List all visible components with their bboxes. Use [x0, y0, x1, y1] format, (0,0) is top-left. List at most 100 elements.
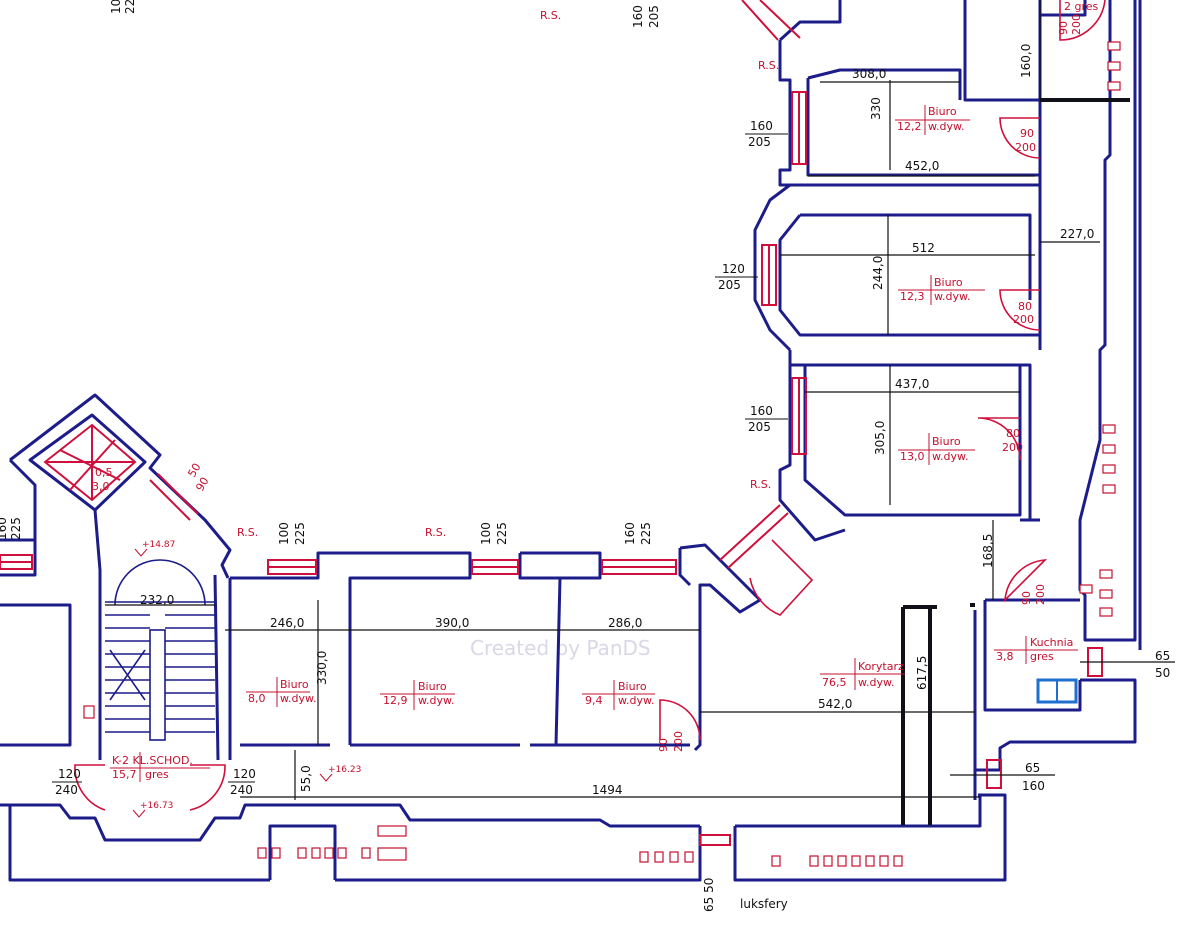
dim-label: 512 — [912, 241, 935, 255]
window-size-top: 160 — [750, 404, 773, 418]
room-area: 15,7 — [112, 768, 137, 781]
dim-label: 286,0 — [608, 616, 642, 630]
window-size-bottom: 225 — [9, 517, 23, 540]
door-size-bottom: 200 — [1013, 313, 1034, 326]
window-size-top: 65 — [1155, 649, 1170, 663]
door-size-top: 90 — [1020, 127, 1034, 140]
room-name: Biuro — [934, 276, 963, 289]
dim-label: 308,0 — [852, 67, 886, 81]
radiators — [83, 41, 1121, 867]
window-size-top: 160 — [0, 517, 9, 540]
elevator-size-top: 0,5 — [95, 466, 113, 479]
room-label-r6: Biuro 9,4 w.dyw. — [582, 680, 655, 710]
room-name: Biuro — [618, 680, 647, 693]
room-floor: w.dyw. — [934, 290, 970, 303]
window-size-bottom: 225 — [293, 522, 307, 545]
window-size-bottom: 225 — [495, 522, 509, 545]
room-name: K-2 KL.SCHOD. — [112, 754, 193, 767]
room-label-r3: Biuro 13,0 w.dyw. — [898, 433, 975, 465]
elevation-label: +14.87 — [142, 540, 175, 550]
dim-label: 330 — [869, 97, 883, 120]
room-area: 13,0 — [900, 450, 925, 463]
window-size-bottom: 205 — [748, 420, 771, 434]
room-area: 9,4 — [585, 694, 603, 707]
room-label-r4: Biuro 8,0 w.dyw. — [246, 677, 316, 707]
misc-labels: luksfery 65 50 2 gres — [702, 0, 1099, 912]
walls — [0, 0, 1142, 882]
window-size-bottom: 225 — [123, 0, 137, 14]
dim-label: 232,0 — [140, 593, 174, 607]
window-size-top: 160 — [750, 119, 773, 133]
room-floor: w.dyw. — [858, 676, 894, 689]
rs-label: R.S. — [425, 526, 446, 539]
window-size-top: 160 — [623, 522, 637, 545]
rs-label: R.S. — [750, 478, 771, 491]
windows — [0, 0, 1103, 846]
room-label-r9: K-2 KL.SCHOD. 15,7 gres — [110, 752, 210, 782]
window-size-bottom: 205 — [647, 5, 661, 28]
room-floor: w.dyw. — [928, 120, 964, 133]
room-name: Korytarz — [858, 660, 904, 673]
room-floor: w.dyw. — [280, 692, 316, 705]
window-size-bottom: 225 — [639, 522, 653, 545]
window-size-top: 100 — [277, 522, 291, 545]
dim-label: 617,5 — [915, 656, 929, 690]
luksfery-dims: 65 50 — [702, 878, 716, 912]
room-name: Kuchnia — [1030, 636, 1073, 649]
door-size-bottom: 200 — [1015, 141, 1036, 154]
dim-label: 437,0 — [895, 377, 929, 391]
door-size-bottom: 200 — [1070, 14, 1083, 35]
room-name: Biuro — [418, 680, 447, 693]
dim-label: 305,0 — [873, 421, 887, 455]
rs-label: R.S. — [758, 59, 779, 72]
window-size-bottom: 205 — [748, 135, 771, 149]
room-name: Biuro — [928, 105, 957, 118]
room-area: 76,5 — [822, 676, 847, 689]
dimension-labels: 308,0 330 452,0 227,0 512 244,0 437,0 30… — [140, 44, 1094, 797]
elevator-shaft — [43, 423, 137, 502]
dim-label: 55,0 — [299, 765, 313, 792]
elevation-markers: +14.87 +16.73 +16.23 — [132, 540, 361, 818]
staircase — [105, 559, 215, 741]
dim-label: 1494 — [592, 783, 623, 797]
door-size-top: 80 — [1018, 300, 1032, 313]
door-size-top: 80 — [1006, 427, 1020, 440]
window-size-bottom: 240 — [230, 783, 253, 797]
window-size-top: 65 — [1025, 761, 1040, 775]
rs-labels: R.S. R.S. R.S. R.S. R.S. — [237, 9, 779, 539]
door-size-top: 90 — [1020, 591, 1033, 605]
room-label-r2: Biuro 12,3 w.dyw. — [898, 275, 985, 305]
dim-label: 390,0 — [435, 616, 469, 630]
dim-label: 246,0 — [270, 616, 304, 630]
room-area: 8,0 — [248, 692, 266, 705]
room-area: 12,3 — [900, 290, 925, 303]
doors — [74, 0, 1106, 811]
room-floor: w.dyw. — [932, 450, 968, 463]
dim-label: 244,0 — [871, 256, 885, 290]
window-size-bottom: 50 — [1155, 666, 1170, 680]
rs-label: R.S. — [540, 9, 561, 22]
door-size-top: 90 — [1057, 21, 1070, 35]
room-area: 12,2 — [897, 120, 922, 133]
dim-label: 227,0 — [1060, 227, 1094, 241]
room-label-r1: Biuro 12,2 w.dyw. — [895, 105, 970, 135]
room-label-r8: Kuchnia 3,8 gres — [994, 636, 1078, 664]
elevation-label: +16.73 — [140, 801, 173, 811]
door-size-bottom: 200 — [672, 731, 685, 752]
kitchen-sink-icon — [1036, 678, 1078, 704]
elevation-label: +16.23 — [328, 765, 361, 775]
window-size-top: 100 — [479, 522, 493, 545]
dim-label: 452,0 — [905, 159, 939, 173]
door-size-top: 50 — [185, 461, 203, 480]
corner-label: 2 gres — [1064, 0, 1099, 13]
dim-label: 542,0 — [818, 697, 852, 711]
room-label-r7: Korytarz 76,5 w.dyw. — [820, 658, 905, 690]
dim-label: 168,5 — [981, 534, 995, 568]
door-size-bottom: 200 — [1002, 441, 1023, 454]
window-size-bottom: 205 — [718, 278, 741, 292]
room-floor: gres — [145, 768, 169, 781]
room-floor: gres — [1030, 650, 1054, 663]
door-size-bottom: 90 — [193, 475, 211, 494]
window-size-bottom: 240 — [55, 783, 78, 797]
